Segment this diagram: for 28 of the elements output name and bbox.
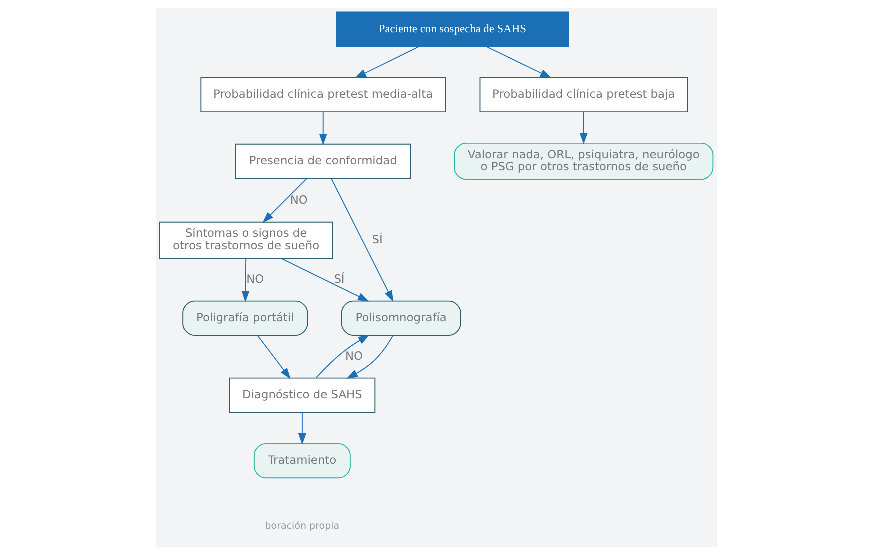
arrow	[486, 46, 552, 78]
edge-label: SÍ	[334, 272, 345, 286]
edge-label: SÍ	[372, 232, 383, 246]
node-box: Probabilidad clínica pretest baja	[480, 77, 688, 113]
node-box: Diagnóstico de SAHS	[229, 378, 376, 414]
arrow	[331, 178, 394, 302]
arrow	[346, 335, 394, 379]
edge-label: NO	[246, 272, 264, 286]
arrow	[354, 46, 420, 78]
node-box: Tratamiento	[254, 443, 351, 479]
arrow	[281, 258, 370, 302]
node-box: Polisomnografía	[341, 300, 462, 336]
label: boración propia	[265, 521, 340, 532]
arrow	[242, 258, 250, 302]
arrow	[316, 334, 370, 378]
node-box: Síntomas o signos de otros trastornos de sueño	[159, 222, 334, 259]
edge-label: NO	[290, 192, 308, 207]
node-box: Valorar nada, ORL, psiquiatra, neurólogo o PSG por otros trastornos de sueño	[454, 142, 714, 180]
node-box: Paciente con sospecha de SAHS	[336, 12, 570, 47]
arrow	[262, 178, 308, 224]
node-box: Presencia de conformidad	[235, 144, 412, 180]
arrow	[257, 335, 291, 380]
arrow	[298, 412, 306, 445]
node-box: Poligrafía portátil	[182, 300, 308, 336]
edge-label: NO	[345, 348, 364, 363]
arrow	[319, 112, 328, 146]
node-box: Probabilidad clínica pretest media-alta	[200, 77, 446, 113]
arrow	[580, 112, 588, 145]
